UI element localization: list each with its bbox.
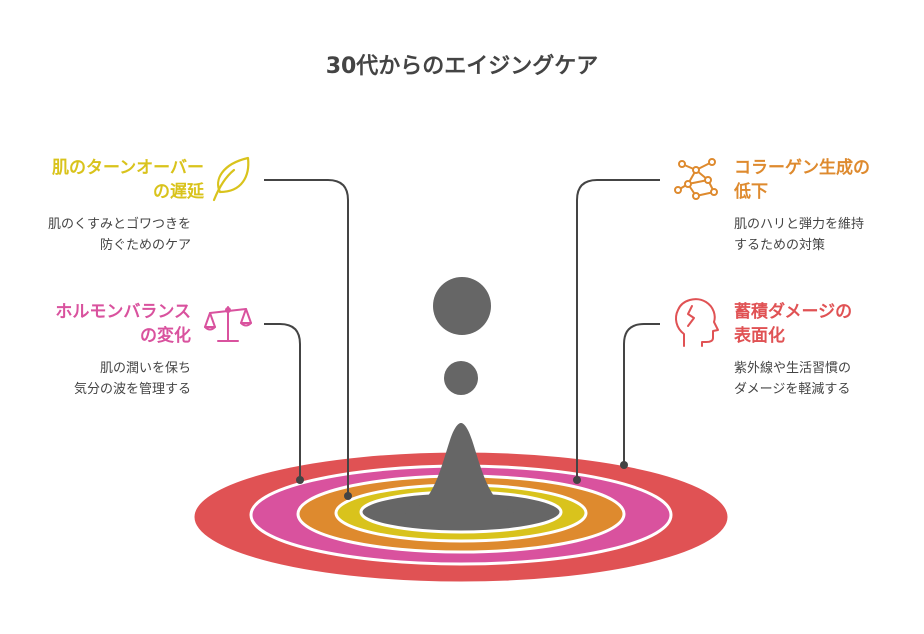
turnover-title-line-2: の遅延 [153, 182, 204, 202]
connector-hormone [264, 323, 301, 480]
collagen-title-line-2: 低下 [734, 182, 768, 202]
connector-turnover [264, 179, 349, 496]
splash-peak [398, 423, 524, 515]
collagen-description: 肌のハリと弾力を維持 するための対策 [734, 214, 914, 256]
droplet-large [433, 277, 491, 335]
page-title: 30代からのエイジングケア [325, 54, 599, 79]
turnover-title-line-1: 肌のターンオーバー [52, 158, 204, 178]
connector-dot-damage [620, 461, 628, 469]
collagen-desc-line-1: 肌のハリと弾力を維持 [734, 217, 865, 232]
turnover-description: 肌のくすみとゴワつきを 防ぐためのケア [0, 214, 191, 256]
damage-title-line-2: 表面化 [734, 326, 785, 346]
turnover-title: 肌のターンオーバー の遅延 [4, 156, 204, 204]
hormone-title-line-1: ホルモンバランス [55, 302, 191, 322]
collagen-desc-line-2: するための対策 [734, 238, 826, 253]
network-icon [674, 158, 718, 200]
damage-title: 蓄積ダメージの 表面化 [734, 300, 914, 348]
hormone-title: ホルモンバランス の変化 [0, 300, 191, 348]
droplet-small [444, 361, 478, 395]
connector-dot-collagen [573, 476, 581, 484]
damage-desc-line-2: ダメージを軽減する [734, 382, 851, 397]
hormone-desc-line-1: 肌の潤いを保ち [99, 361, 191, 376]
balance-scale-icon [204, 306, 252, 342]
connector-dot-turnover [344, 492, 352, 500]
connector-dot-hormone [296, 476, 304, 484]
damage-title-line-1: 蓄積ダメージの [734, 302, 853, 322]
head-profile-icon [675, 298, 719, 347]
turnover-desc-line-1: 肌のくすみとゴワつきを [47, 217, 191, 232]
hormone-desc-line-2: 気分の波を管理する [73, 382, 191, 397]
hormone-description: 肌の潤いを保ち 気分の波を管理する [0, 358, 191, 400]
connector-collagen [576, 179, 660, 480]
connector-damage [623, 323, 660, 465]
damage-desc-line-1: 紫外線や生活習慣の [734, 361, 852, 376]
turnover-desc-line-2: 防ぐためのケア [99, 238, 191, 253]
leaf-icon [212, 156, 250, 202]
damage-description: 紫外線や生活習慣の ダメージを軽減する [734, 358, 914, 400]
hormone-title-line-2: の変化 [140, 326, 191, 346]
collagen-title-line-1: コラーゲン生成の [734, 158, 870, 178]
collagen-title: コラーゲン生成の 低下 [734, 156, 914, 204]
